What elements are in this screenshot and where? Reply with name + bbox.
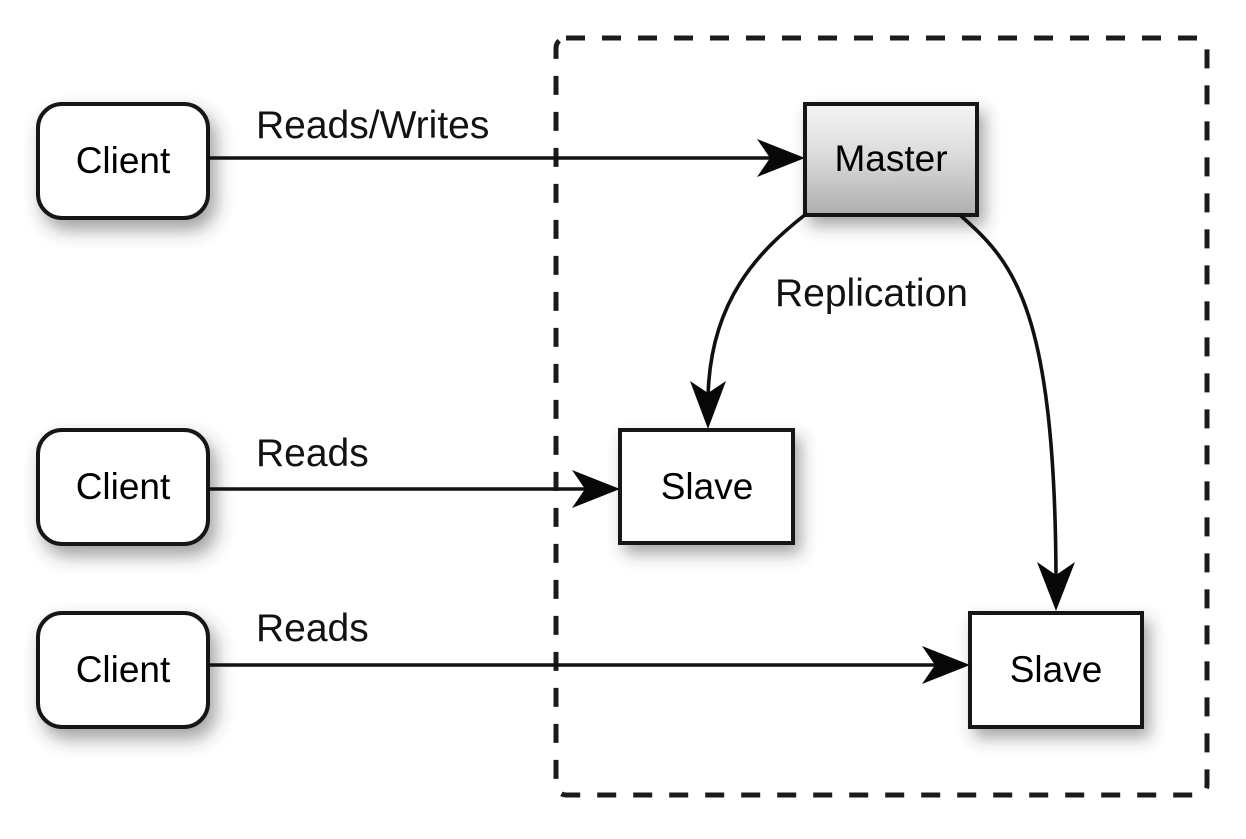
- edge-master-slave1-arrowhead: [690, 381, 726, 429]
- slave-2-shape: [968, 611, 1144, 729]
- edge-client2-slave1-arrowhead: [572, 470, 620, 508]
- client-3-label: Client: [76, 649, 171, 690]
- slave-2-label: Slave: [1010, 649, 1103, 690]
- database-cluster-boundary: [553, 35, 1210, 798]
- client-2-label: Client: [76, 466, 171, 507]
- edge-client3-slave2-label: Reads: [256, 607, 369, 650]
- master-shape: [803, 102, 979, 217]
- master-label: Master: [834, 138, 947, 179]
- edge-client2-to-slave-1: [208, 470, 620, 508]
- edge-master-slave1-curve: [706, 212, 808, 402]
- edge-client1-to-master: [208, 139, 805, 177]
- edge-client3-to-slave-2: [208, 646, 970, 684]
- edge-client1-master-label: Reads/Writes: [256, 104, 489, 147]
- client-1-label: Client: [76, 140, 171, 181]
- edge-master-slave1-label: Replication: [775, 272, 968, 315]
- node-slave-1[interactable]: Slave: [618, 428, 795, 545]
- client-2-shape: [36, 428, 210, 546]
- client-3-shape: [36, 611, 210, 729]
- slave-1-label: Slave: [661, 466, 754, 507]
- edge-master-slave2-arrowhead: [1037, 562, 1075, 611]
- slave-1-shape: [618, 428, 795, 545]
- node-master[interactable]: Master: [803, 102, 979, 217]
- edge-client2-slave1-label: Reads: [256, 432, 369, 475]
- edge-client3-slave2-arrowhead: [922, 646, 970, 684]
- node-slave-2[interactable]: Slave: [968, 611, 1144, 729]
- edge-master-slave2-curve: [958, 213, 1058, 580]
- node-client-1[interactable]: Client: [36, 102, 210, 220]
- client-1-shape: [36, 102, 210, 220]
- edge-master-to-slave-2: [958, 213, 1075, 611]
- node-client-2[interactable]: Client: [36, 428, 210, 546]
- edge-master-to-slave-1: [690, 212, 808, 429]
- node-client-3[interactable]: Client: [36, 611, 210, 729]
- edge-client1-master-arrowhead: [757, 139, 805, 177]
